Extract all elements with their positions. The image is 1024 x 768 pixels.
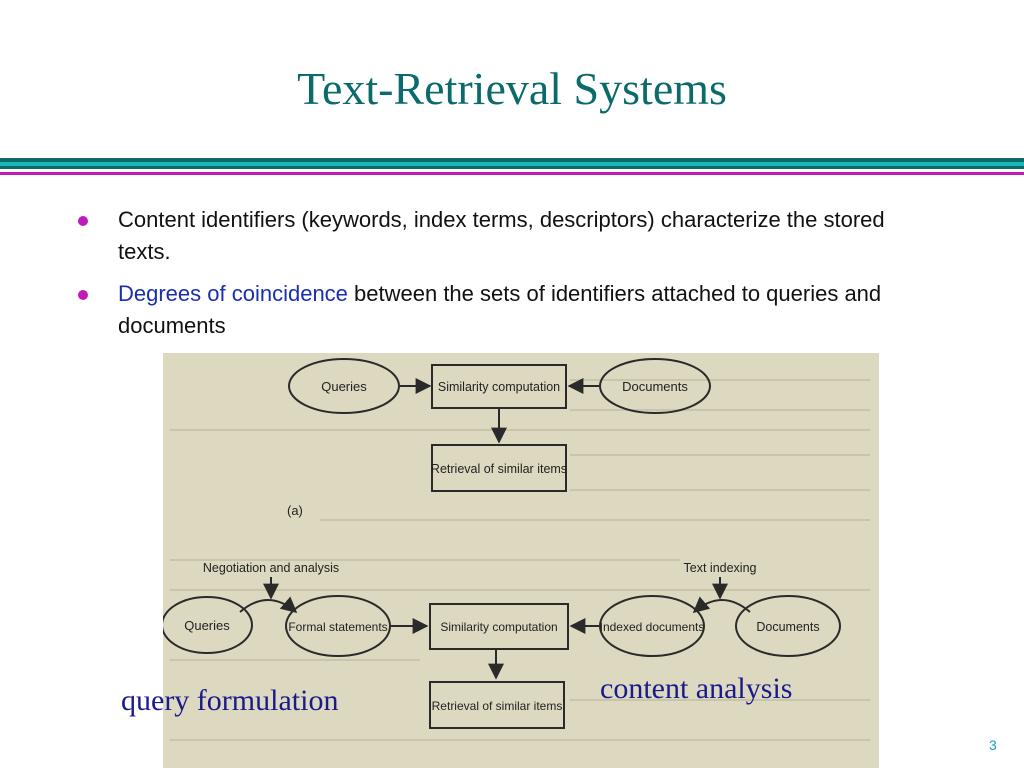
page-number: 3 [989,737,997,753]
formal-statements-label: Formal statements [288,620,387,634]
bullet-dot-icon [78,216,88,226]
title-rule-magenta [0,172,1024,175]
retrieval-box-b [429,681,565,729]
caption-content-analysis: content analysis [600,672,793,705]
similarity-box-a [431,364,567,409]
indexed-documents-node [599,595,705,657]
formal-statements-node [285,595,391,657]
bullet-highlight: Degrees of coincidence [118,281,348,306]
title-rule-dark [0,158,1024,162]
queries-node-a [288,358,400,414]
text-indexing-label: Text indexing [684,561,757,575]
retrieval-label-a: Retrieval of similar items [431,462,567,476]
bullet-item-1: Content identifiers (keywords, index ter… [78,204,938,268]
title-rule-dark-2 [0,166,1024,169]
title-rule-teal [0,162,1024,166]
documents-label-a: Documents [622,379,688,394]
bullet-text-1: Content identifiers (keywords, index ter… [118,207,885,264]
bullet-text-2: between the sets of identifiers attached… [118,281,882,338]
slide-title: Text-Retrieval Systems [297,63,727,114]
bullet-item-2: Degrees of coincidence between the sets … [78,278,938,342]
indexed-documents-label: Indexed documents [600,620,705,634]
bleed-through-lines [170,379,870,741]
queries-node-b [163,596,253,654]
part-a-label: (a) [287,503,303,518]
retrieval-box-a [431,444,567,492]
similarity-label-a: Similarity computation [438,380,560,394]
negotiation-label: Negotiation and analysis [203,561,339,575]
queries-label-b: Queries [184,618,230,633]
arrow-queries-to-formal [239,596,298,614]
documents-label-b: Documents [756,620,819,634]
similarity-label-b: Similarity computation [440,620,557,634]
bullet-dot-icon [78,290,88,300]
similarity-box-b [429,603,569,650]
queries-label-a: Queries [321,379,367,394]
documents-node-b [735,595,841,657]
documents-node-a [599,358,711,414]
retrieval-diagram-photo: Queries Similarity computation Documents… [163,353,879,768]
bullet-list: Content identifiers (keywords, index ter… [78,204,938,352]
retrieval-label-b: Retrieval of similar items [432,699,563,713]
caption-query-formulation: query formulation [121,684,339,717]
